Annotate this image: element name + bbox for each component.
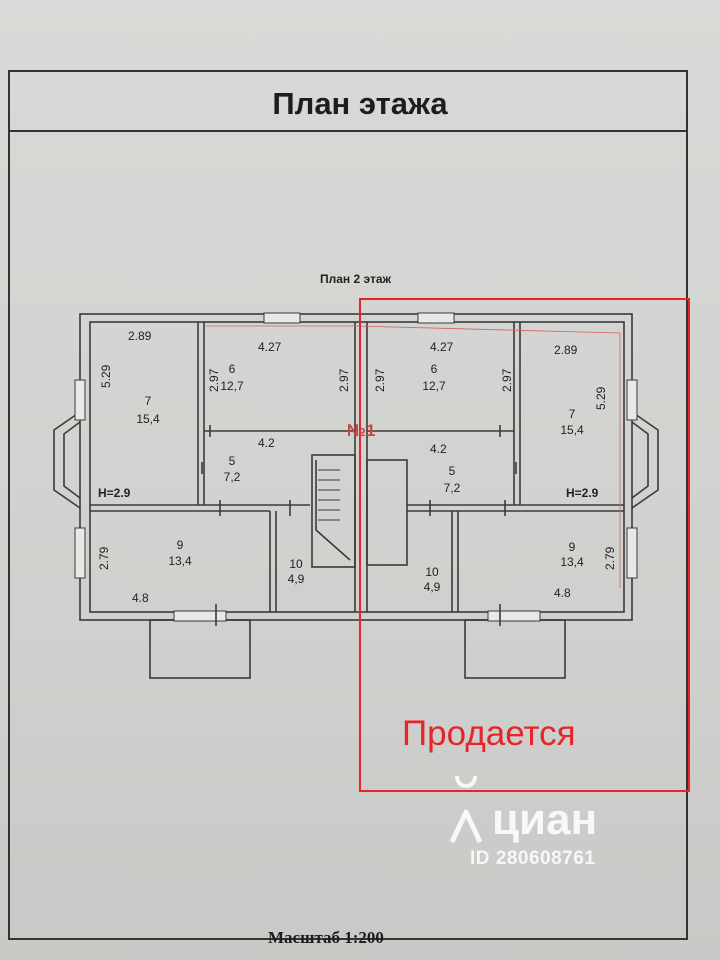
- balcony-left: [149, 619, 251, 679]
- watermark-brand: циан: [492, 795, 597, 844]
- room7r-area: 15,4: [560, 423, 584, 437]
- room6-area: 12,7: [220, 379, 244, 393]
- room5r-number: 5: [449, 464, 456, 478]
- dim-room7-width: 2.89: [128, 329, 152, 343]
- bay-window-right: [631, 411, 659, 509]
- for-sale-highlight: [359, 298, 690, 792]
- dim-room6-depth-right: 2.97: [337, 368, 351, 392]
- room10-number: 10: [289, 557, 303, 571]
- bay-window-left-inner: [63, 421, 81, 499]
- scale-label: Масштаб 1:200: [268, 928, 384, 947]
- cian-logo-icon: циан: [449, 776, 597, 844]
- window: [417, 312, 455, 324]
- plan-title: План 2 этаж: [320, 272, 392, 286]
- room7r-number: 7: [569, 407, 576, 421]
- dim-room6r-depth-left: 2.97: [373, 368, 387, 392]
- room9-area: 13,4: [168, 554, 192, 568]
- dim-room9r-width: 4.8: [554, 586, 571, 600]
- dim-room6-depth-left: 2.97: [207, 368, 221, 392]
- title-block: [8, 70, 688, 132]
- bay-window-right-inner: [631, 421, 649, 499]
- room5-area: 7,2: [224, 470, 241, 484]
- dim-room6-width: 4.27: [258, 340, 282, 354]
- window: [173, 610, 227, 622]
- watermark-id: ID 280608761: [470, 848, 596, 869]
- dim-room7-depth: 5.29: [99, 364, 113, 388]
- stair-well-right: [366, 459, 408, 566]
- room10r-number: 10: [425, 565, 439, 579]
- dim-room6r-depth-right: 2.97: [500, 368, 514, 392]
- room6r-area: 12,7: [422, 379, 446, 393]
- room9r-number: 9: [569, 540, 576, 554]
- page-title: План этажа: [272, 86, 448, 121]
- red-contour: [204, 325, 621, 588]
- dim-room9r-depth: 2.79: [603, 546, 617, 570]
- dim-room6r-width: 4.27: [430, 340, 454, 354]
- outer-wall: [79, 313, 633, 621]
- window: [74, 379, 86, 421]
- room7-height: H=2.9: [98, 486, 131, 500]
- dim-room9-width: 4.8: [132, 591, 149, 605]
- window: [626, 379, 638, 421]
- unit-number: №1: [347, 421, 376, 440]
- room7r-height: H=2.9: [566, 486, 599, 500]
- window: [626, 527, 638, 579]
- stair-well: [311, 454, 356, 568]
- dim-room9-depth: 2.79: [97, 546, 111, 570]
- room5r-area: 7,2: [444, 481, 461, 495]
- dim-room7r-depth: 5.29: [594, 386, 608, 410]
- window: [487, 610, 541, 622]
- dim-room5r-width: 4.2: [430, 442, 447, 456]
- room5-number: 5: [229, 454, 236, 468]
- door-marks: [201, 425, 517, 626]
- dim-room7r-width: 2.89: [554, 343, 578, 357]
- sheet-frame: [8, 70, 688, 940]
- for-sale-label: Продается: [402, 714, 576, 753]
- window: [74, 527, 86, 579]
- room9r-area: 13,4: [560, 555, 584, 569]
- room6-number: 6: [229, 362, 236, 376]
- inner-wall-line: [89, 321, 625, 613]
- dim-room5-width: 4.2: [258, 436, 275, 450]
- window: [263, 312, 301, 324]
- room10r-area: 4,9: [424, 580, 441, 594]
- room7-number: 7: [145, 394, 152, 408]
- room9-number: 9: [177, 538, 184, 552]
- windows: [74, 312, 638, 622]
- bay-window-left: [53, 411, 81, 509]
- room6r-number: 6: [431, 362, 438, 376]
- stair-flight: [315, 460, 351, 561]
- room10-area: 4,9: [288, 572, 305, 586]
- room7-area: 15,4: [136, 412, 160, 426]
